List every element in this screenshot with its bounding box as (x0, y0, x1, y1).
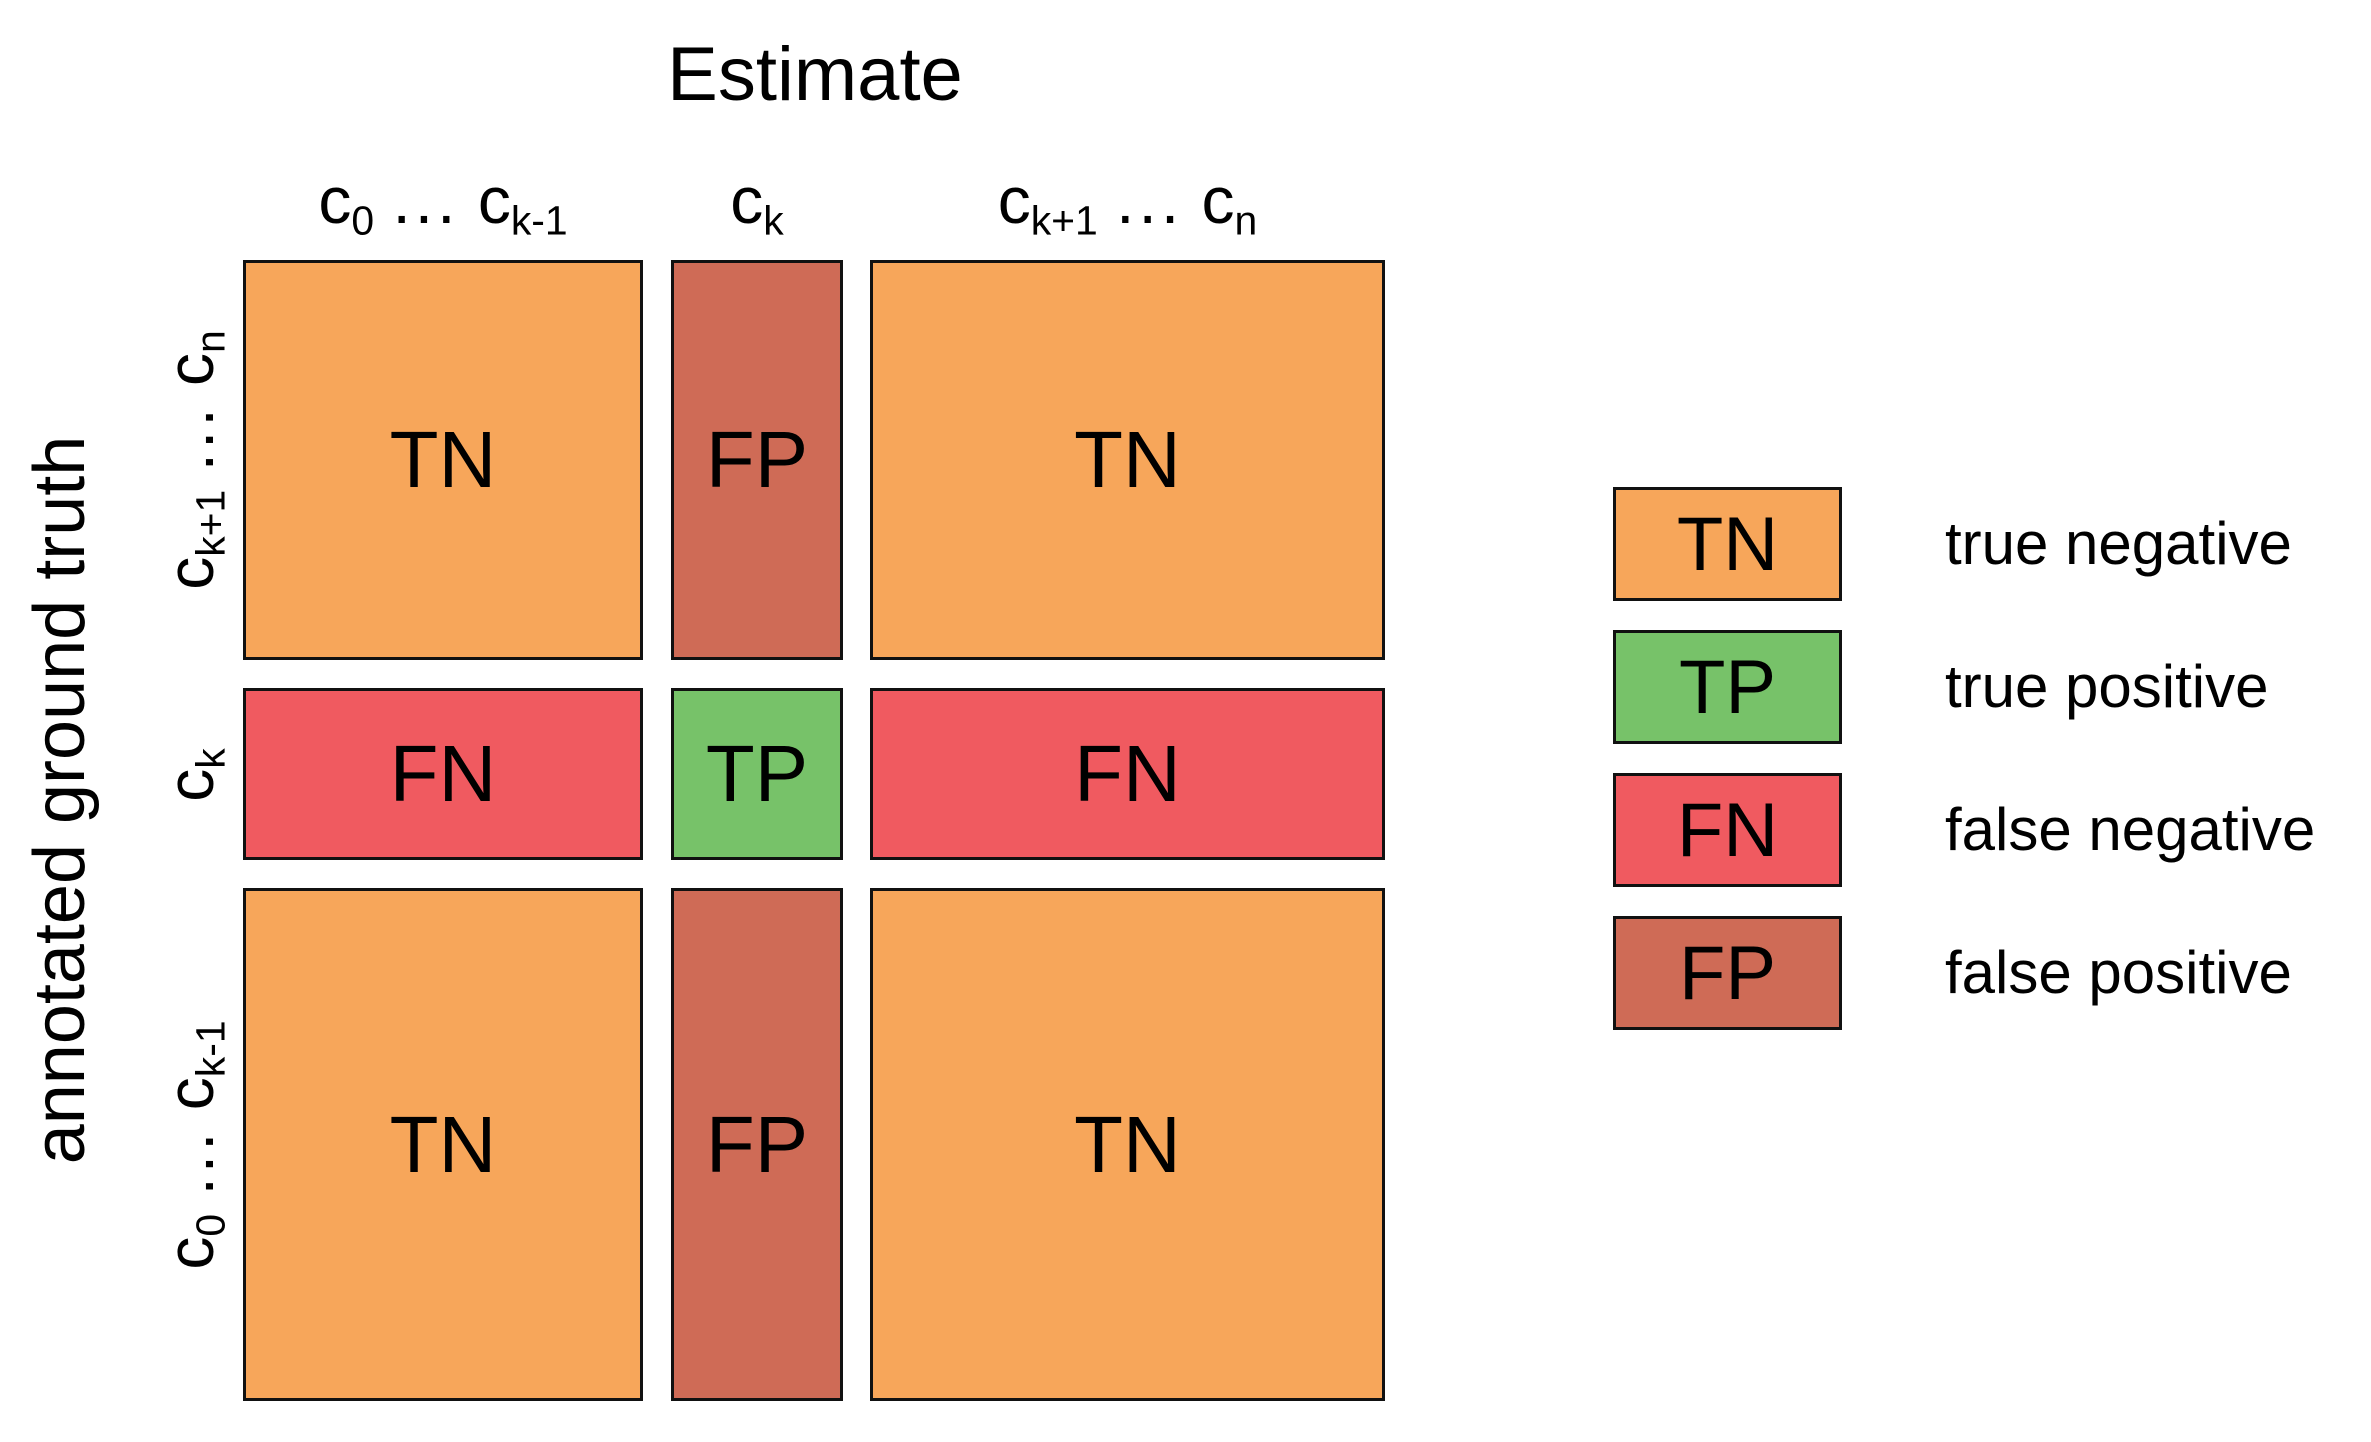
matrix-cell-r2-c1: FP (671, 888, 843, 1401)
matrix-cell-r2-c0: TN (243, 888, 643, 1401)
legend-swatch-fp: FP (1613, 916, 1842, 1030)
legend-swatch-fn: FN (1613, 773, 1842, 887)
matrix-cell-r0-c0: TN (243, 260, 643, 660)
matrix-cell-r1-c2: FN (870, 688, 1385, 860)
row-label-c0-to-ck-1: c0 ... ck-1 (153, 1020, 234, 1270)
matrix-cell-r0-c1: FP (671, 260, 843, 660)
column-label-c0-to-ck-1: c0 ... ck-1 (318, 163, 568, 244)
matrix-cell-r0-c2: TN (870, 260, 1385, 660)
legend-label-fn: false negative (1945, 796, 2316, 863)
legend-label-tp: true positive (1945, 653, 2269, 720)
row-label-ck: ck (153, 748, 234, 802)
legend-label-tn: true negative (1945, 510, 2292, 577)
legend-label-fp: false positive (1945, 939, 2292, 1006)
matrix-cell-r1-c1: TP (671, 688, 843, 860)
diagram-title: Estimate (667, 32, 963, 117)
matrix-cell-r1-c0: FN (243, 688, 643, 860)
matrix-cell-r2-c2: TN (870, 888, 1385, 1401)
row-label-ck+1-to-cn: ck+1 ... cn (153, 330, 234, 590)
legend-swatch-tn: TN (1613, 487, 1842, 601)
column-label-ck: ck (730, 163, 784, 244)
column-label-ck+1-to-cn: ck+1 ... cn (997, 163, 1258, 244)
legend-swatch-tp: TP (1613, 630, 1842, 744)
y-axis-label: annotated ground truth (20, 435, 100, 1165)
